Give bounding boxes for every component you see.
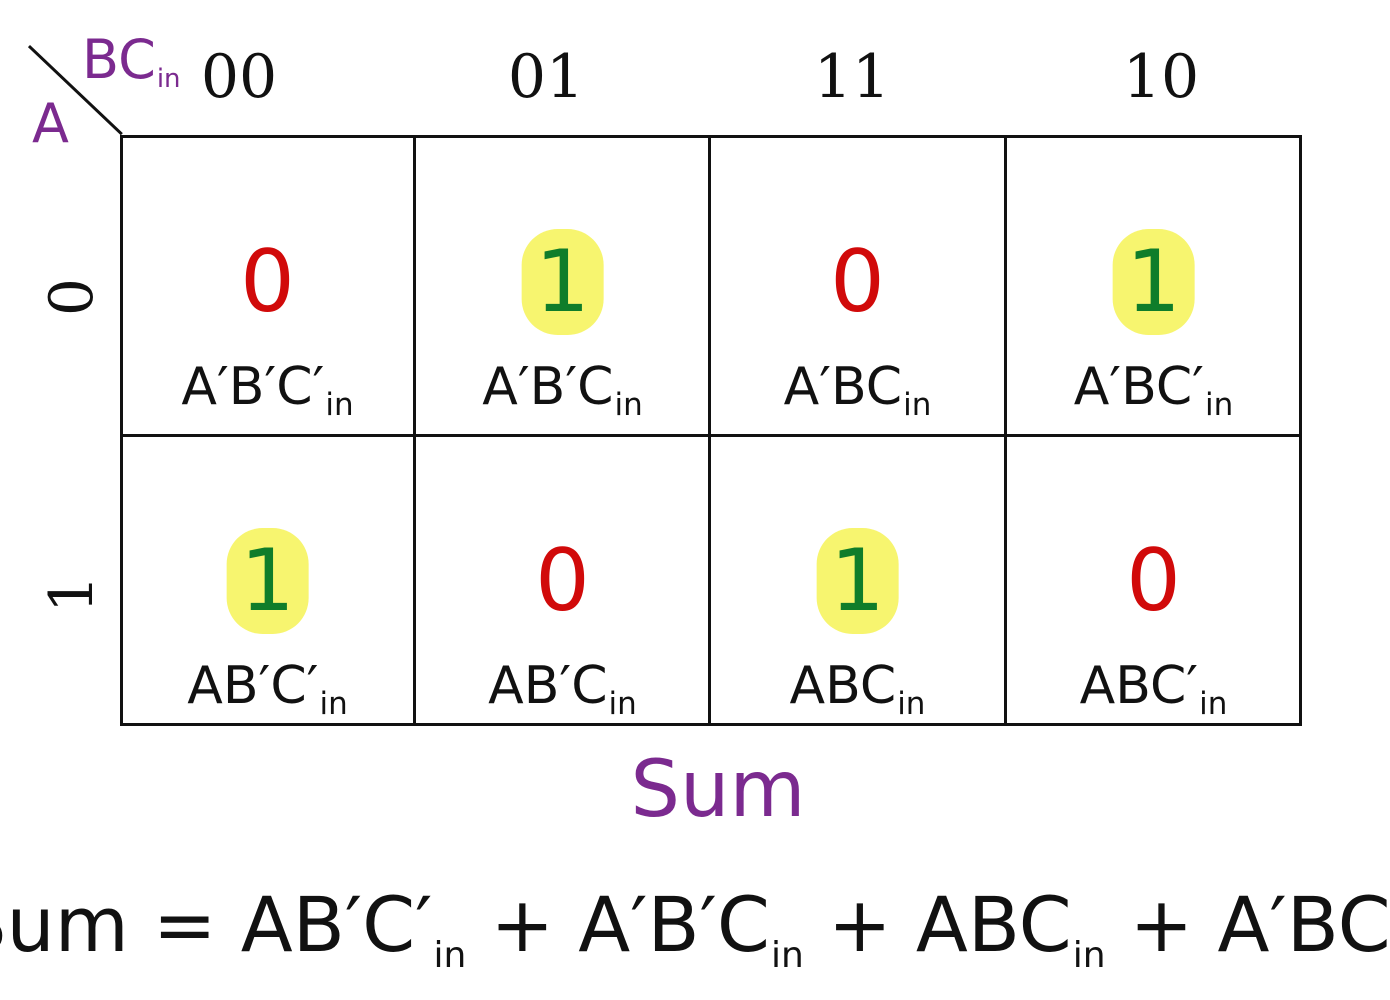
sum-equation: Sum = AB′C′in + A′B′Cin + ABCin + A′BC′i… — [0, 880, 1390, 976]
equation-lhs: Sum = — [0, 880, 217, 969]
equation-operator: + — [466, 880, 579, 969]
equation-operator: + — [1105, 880, 1218, 969]
grid-divider — [413, 135, 416, 726]
column-header-11: 11 — [813, 42, 891, 112]
cell-value-zero: 0 — [1126, 531, 1181, 631]
row-header-1: 1 — [37, 574, 107, 614]
cell-value-zero: 0 — [535, 531, 590, 631]
cell-minterm: A′B′C′in — [181, 357, 354, 423]
cell-minterm: AB′Cin — [488, 656, 637, 722]
cell-minterm: ABC′in — [1079, 656, 1228, 722]
column-header-01: 01 — [507, 42, 585, 112]
cell-minterm: AB′C′in — [187, 656, 348, 722]
equation-term: A′B′Cin — [578, 880, 804, 977]
map-title: Sum — [630, 745, 806, 835]
cell-minterm: ABCin — [789, 656, 926, 722]
grid-divider — [1004, 135, 1007, 726]
cell-minterm: A′BCin — [783, 357, 932, 423]
equation-term: ABCin — [915, 880, 1106, 977]
cell-minterm: A′B′Cin — [482, 357, 643, 423]
cell-minterm: A′BC′in — [1073, 357, 1234, 423]
cell-value-one: 1 — [521, 229, 604, 335]
column-header-10: 10 — [1122, 42, 1200, 112]
column-header-00: 00 — [200, 42, 278, 112]
column-variable-label: BCin — [82, 28, 181, 95]
equation-operator: + — [803, 880, 916, 969]
cell-value-one: 1 — [816, 528, 899, 634]
row-header-0: 0 — [37, 277, 107, 317]
cell-value-one: 1 — [226, 528, 309, 634]
equation-term: AB′C′in — [240, 880, 467, 977]
row-variable-label: A — [32, 92, 69, 155]
cell-value-zero: 0 — [240, 232, 295, 332]
grid-divider — [708, 135, 711, 726]
cell-value-one: 1 — [1112, 229, 1195, 335]
equation-term: A′BC′in — [1217, 880, 1390, 969]
cell-value-zero: 0 — [830, 232, 885, 332]
kmap-border — [120, 135, 1302, 726]
grid-divider — [120, 434, 1302, 437]
